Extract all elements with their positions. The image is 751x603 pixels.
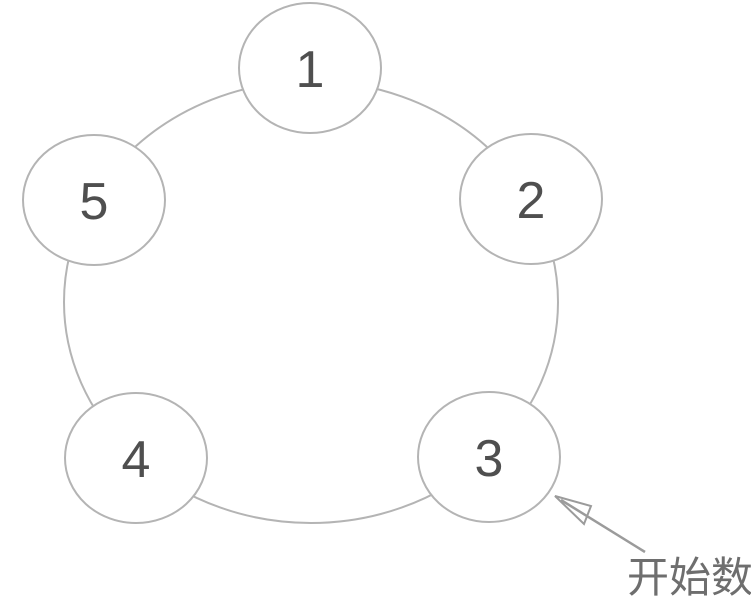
node-circle-1 xyxy=(238,2,382,134)
node-circle-3 xyxy=(417,391,561,523)
node-label-2: 2 xyxy=(517,172,546,230)
node-3: 3 xyxy=(417,391,561,523)
node-2: 2 xyxy=(459,133,603,265)
node-label-5: 5 xyxy=(80,173,109,231)
node-label-4: 4 xyxy=(122,431,151,489)
node-4: 4 xyxy=(64,392,208,524)
node-circle-2 xyxy=(459,133,603,265)
start-arrow-head-icon xyxy=(554,495,593,526)
start-annotation: 开始数 xyxy=(554,495,751,601)
start-label: 开始数 xyxy=(627,554,751,601)
node-label-3: 3 xyxy=(475,430,504,488)
node-circle-4 xyxy=(64,392,208,524)
node-circle-5 xyxy=(22,134,166,266)
node-label-1: 1 xyxy=(296,41,325,99)
node-1: 1 xyxy=(238,2,382,134)
start-arrow-shaft xyxy=(560,498,646,554)
node-5: 5 xyxy=(22,134,166,266)
